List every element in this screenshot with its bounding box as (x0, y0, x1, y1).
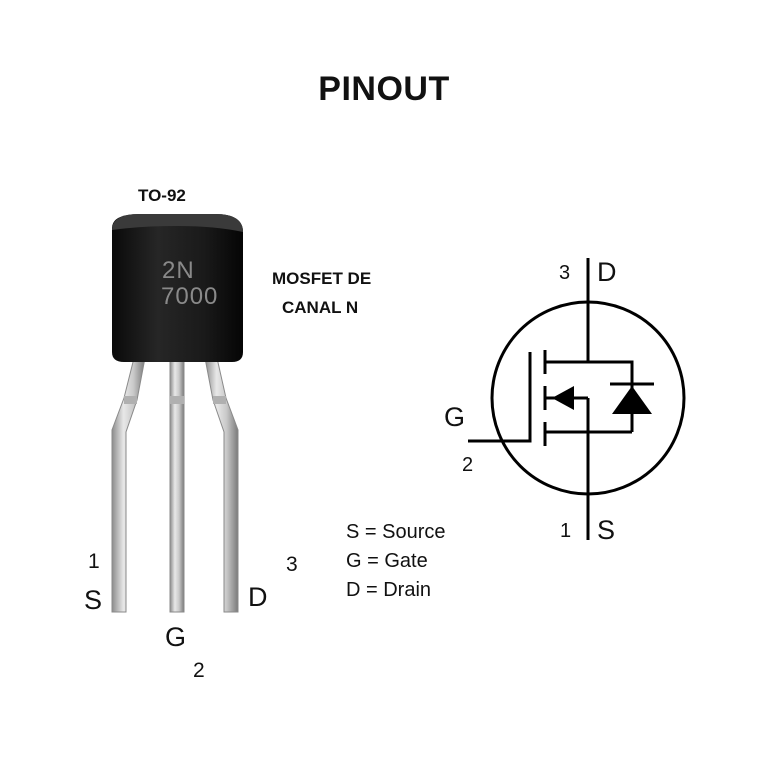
pin-gate-letter: G (165, 622, 187, 652)
gate-lead (468, 352, 532, 443)
pin-legend: S = Source G = Gate D = Drain (346, 518, 446, 605)
package-label: TO-92 (138, 186, 186, 205)
symbol-source-letter: S (597, 515, 616, 545)
symbol-drain-letter: D (597, 257, 617, 287)
legend-source: S = Source (346, 521, 446, 543)
symbol-drain-number: 3 (559, 262, 571, 284)
body-diode (612, 386, 652, 414)
symbol-gate-letter: G (444, 402, 466, 432)
pin-gate-number: 2 (193, 659, 205, 682)
lead-drain (204, 357, 239, 613)
symbol-gate-number: 2 (462, 454, 474, 476)
body-arrow (552, 386, 574, 410)
lead-kink (213, 396, 226, 404)
pin-drain-number: 3 (286, 553, 298, 576)
pin-source-number: 1 (88, 550, 100, 573)
symbol-source-number: 1 (560, 520, 572, 542)
marking-line2: 7000 (161, 283, 218, 310)
transistor-body (112, 214, 243, 362)
device-description: MOSFET DE CANAL N (272, 264, 371, 322)
legend-gate: G = Gate (346, 550, 428, 572)
marking-line1: 2N (162, 257, 195, 284)
lead-kink (170, 396, 184, 404)
pin-source-letter: S (84, 585, 103, 615)
transistor-body-top (112, 214, 243, 232)
description-line2: CANAL N (282, 298, 359, 317)
description-line1: MOSFET DE (272, 269, 372, 288)
legend-drain: D = Drain (346, 579, 432, 601)
lead-kink (124, 396, 137, 404)
pin-drain-letter: D (248, 582, 268, 612)
lead-source (111, 357, 146, 613)
page-title: PINOUT (318, 70, 450, 108)
